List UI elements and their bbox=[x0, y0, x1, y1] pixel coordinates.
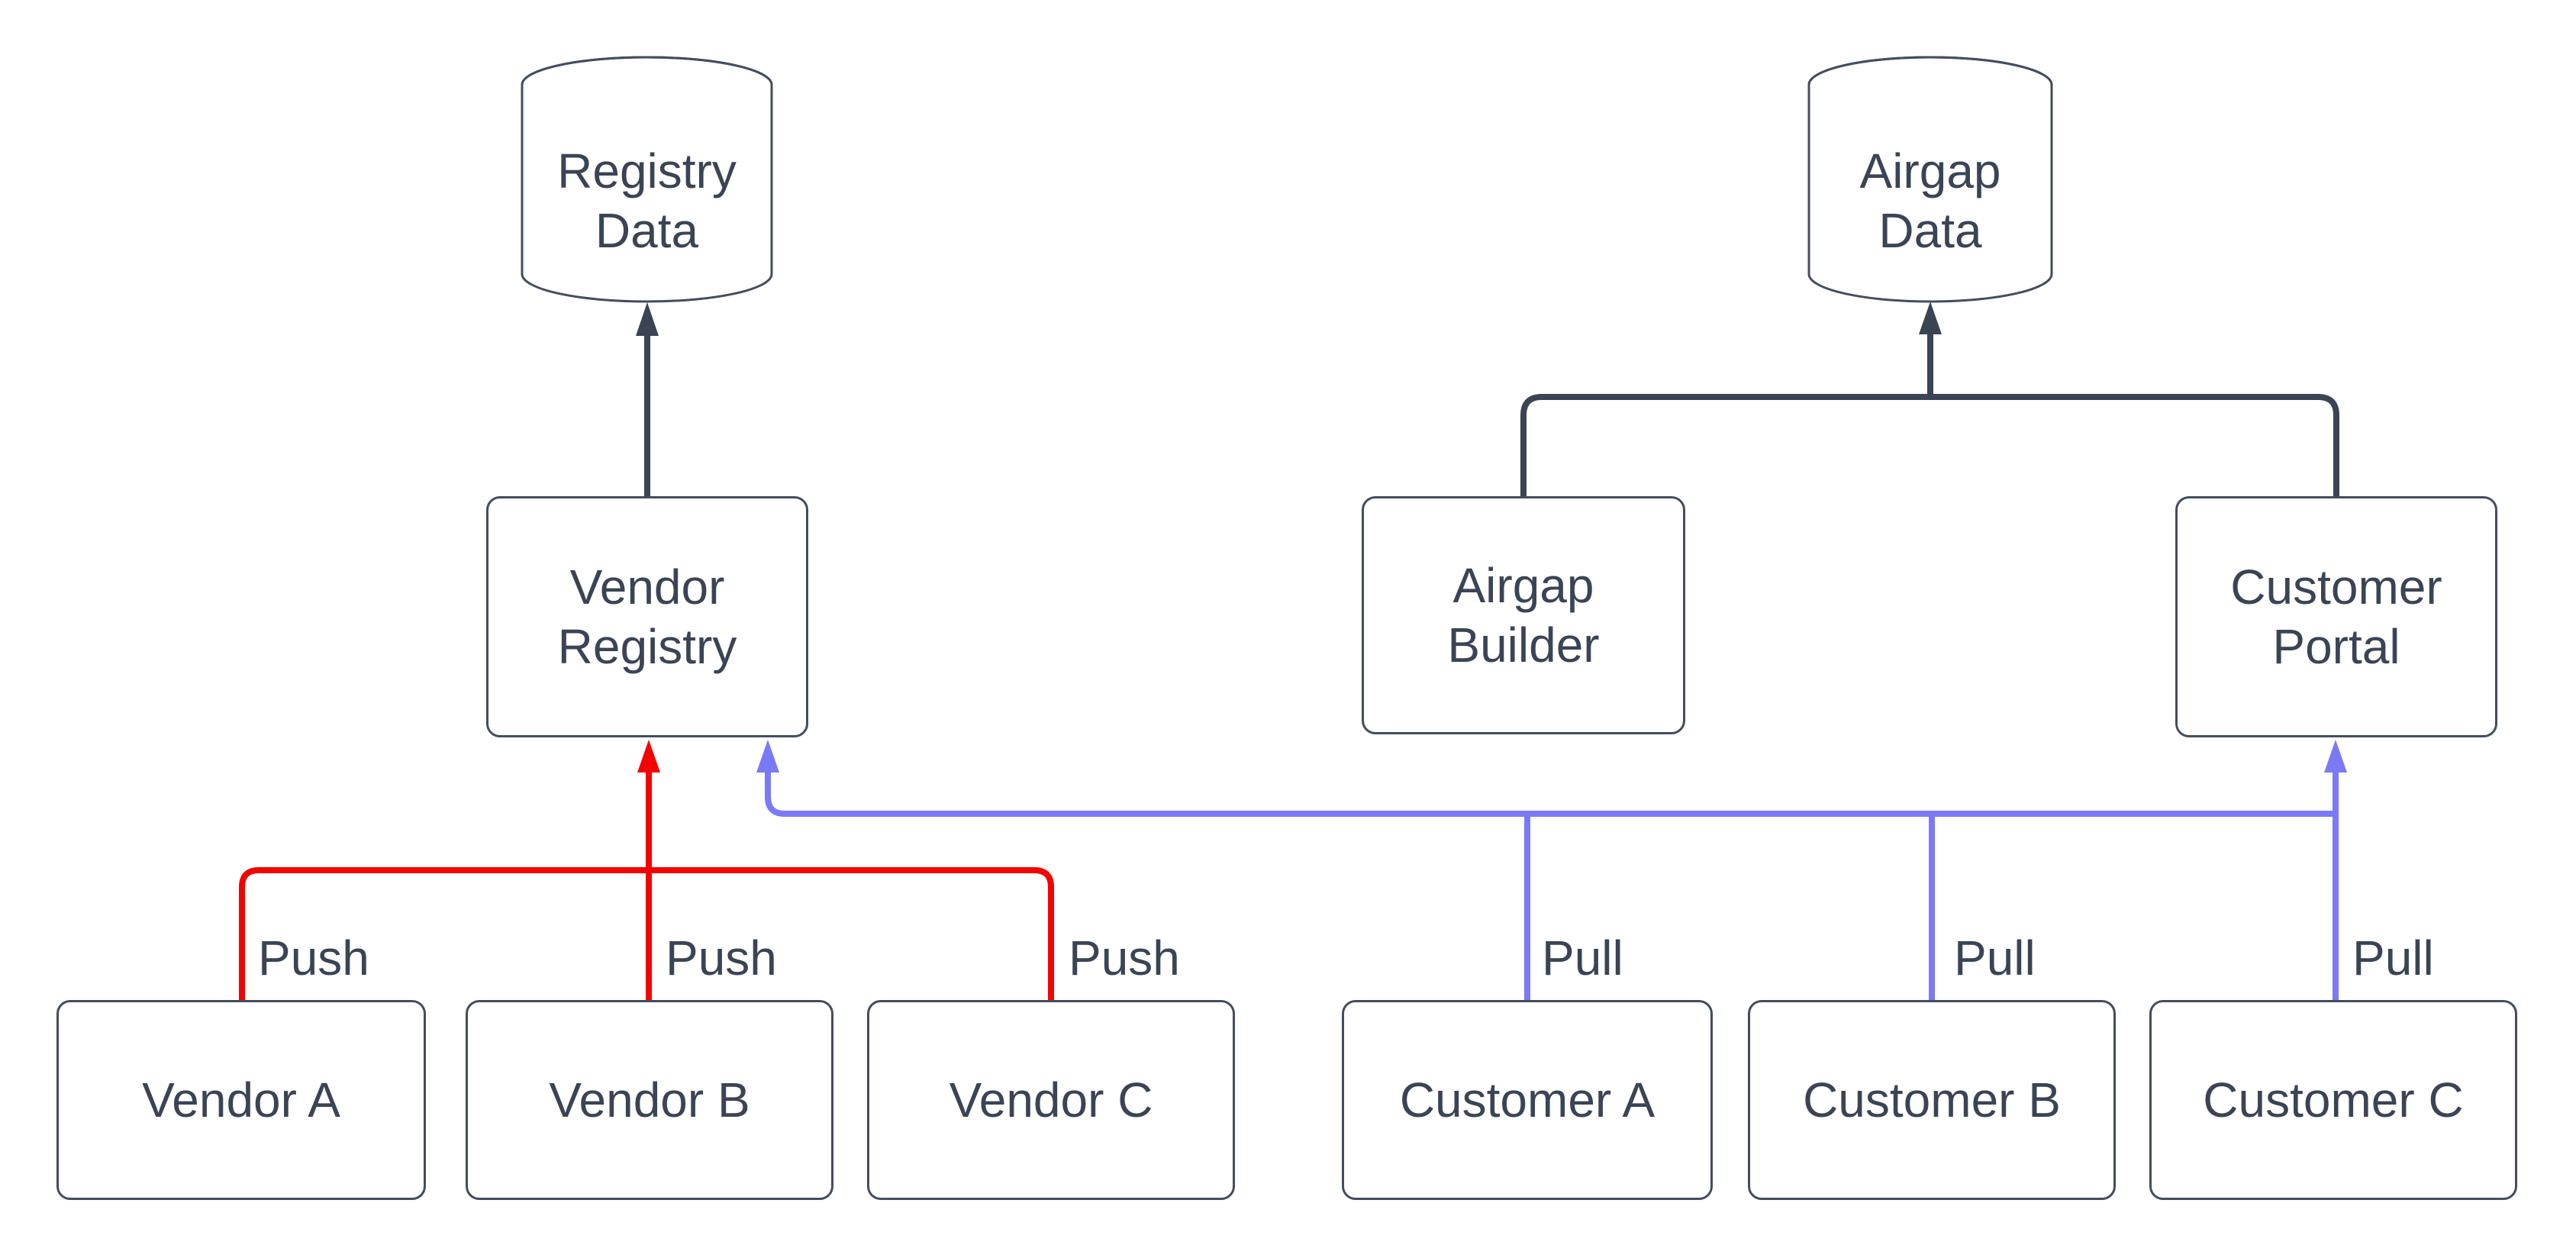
node-label: Customer A bbox=[1399, 1073, 1656, 1127]
arrowhead-customer-portal-pull bbox=[2324, 740, 2347, 773]
node-label: Customer Portal bbox=[2230, 560, 2442, 674]
node-airgap-builder: Airgap Builder bbox=[1362, 496, 1685, 734]
node-label: Vendor Registry bbox=[557, 560, 737, 674]
node-label: Vendor C bbox=[949, 1073, 1153, 1127]
node-customer-c: Customer C bbox=[2149, 1000, 2517, 1200]
arrowhead-vendor-registry-pull bbox=[756, 740, 779, 773]
node-label: Airgap Data bbox=[1859, 144, 2001, 258]
node-airgap-data: Airgap Data bbox=[1809, 107, 2052, 295]
node-label: Vendor A bbox=[142, 1073, 340, 1127]
node-label: Vendor B bbox=[549, 1073, 750, 1127]
arrowhead-vendor-registry-push bbox=[637, 740, 660, 773]
node-label: Registry Data bbox=[557, 144, 737, 258]
edge-label-pull-customer-c: Pull bbox=[2352, 931, 2434, 985]
node-label: Airgap Builder bbox=[1447, 558, 1600, 673]
edge-label-push-vendor-b: Push bbox=[666, 931, 777, 985]
arrowhead-airgap-data bbox=[1919, 302, 1942, 334]
edge-label-push-vendor-c: Push bbox=[1069, 931, 1180, 985]
edge-label-pull-customer-b: Pull bbox=[1954, 931, 2036, 985]
edge-label-pull-customer-a: Pull bbox=[1542, 931, 1623, 985]
node-label: Customer C bbox=[2203, 1073, 2464, 1127]
edge-airgap-builder-customer-portal-bus bbox=[1520, 394, 2339, 496]
node-registry-data: Registry Data bbox=[522, 107, 772, 295]
node-customer-portal: Customer Portal bbox=[2175, 496, 2497, 737]
node-customer-b: Customer B bbox=[1748, 1000, 2116, 1200]
arrowhead-registry-data bbox=[636, 302, 659, 336]
node-customer-a: Customer A bbox=[1342, 1000, 1713, 1200]
registry-data-cylinder-shape bbox=[521, 56, 773, 303]
node-vendor-a: Vendor A bbox=[56, 1000, 426, 1200]
airgap-data-cylinder-shape bbox=[1807, 56, 2053, 303]
node-vendor-b: Vendor B bbox=[466, 1000, 833, 1200]
node-vendor-c: Vendor C bbox=[867, 1000, 1235, 1200]
node-label: Customer B bbox=[1803, 1073, 2061, 1127]
edge-customer-pull-bus bbox=[765, 771, 2336, 817]
edge-label-push-vendor-a: Push bbox=[258, 931, 369, 985]
node-vendor-registry: Vendor Registry bbox=[486, 496, 808, 737]
